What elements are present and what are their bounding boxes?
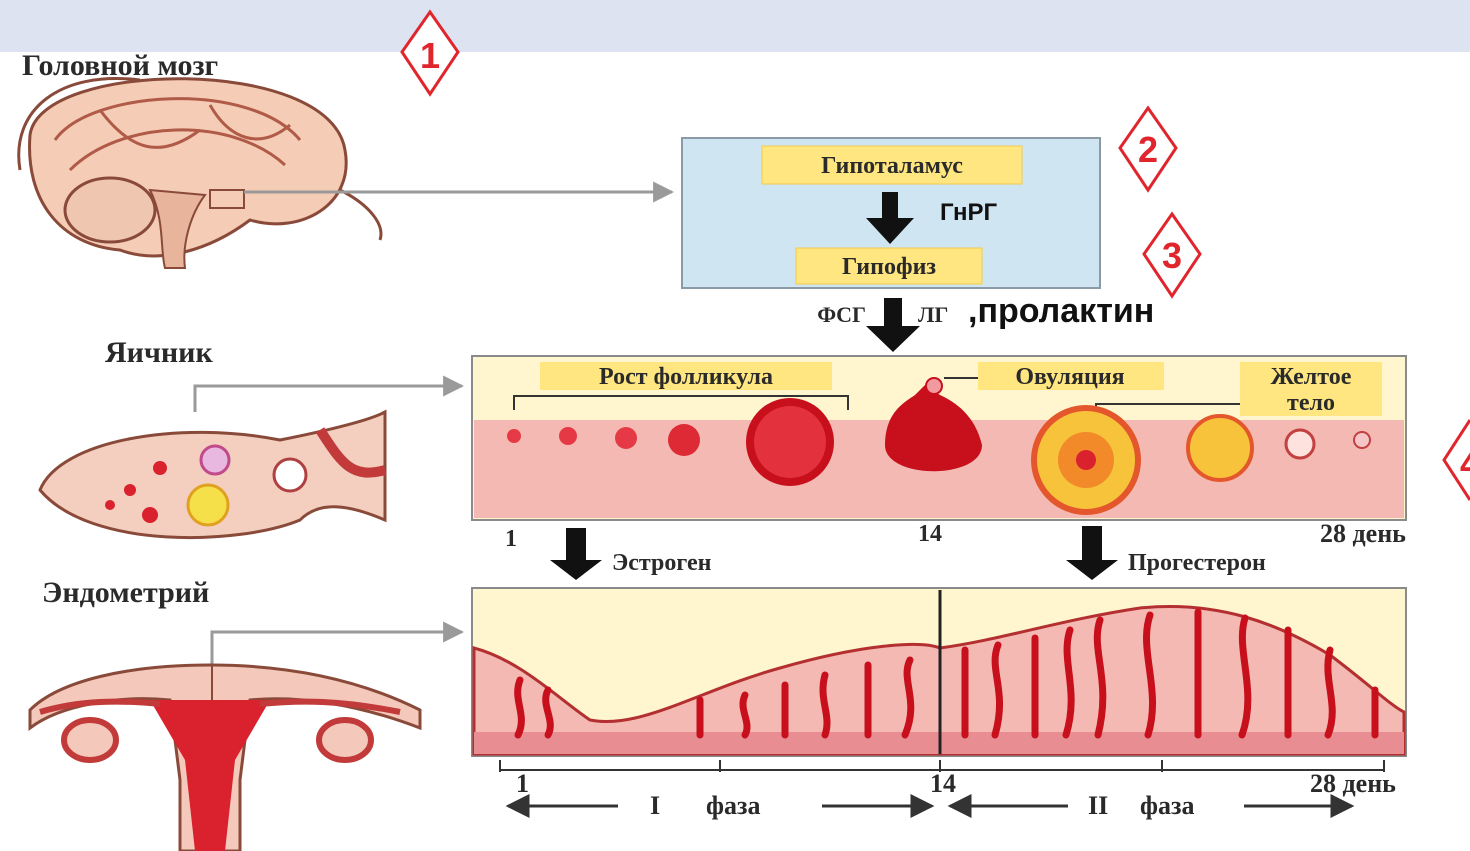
phase1-word: фаза bbox=[706, 791, 760, 820]
ovary-day-start: 1 bbox=[505, 526, 517, 552]
gnrh-label: ГнРГ bbox=[940, 199, 998, 226]
corpus-luteum-label-2: тело bbox=[1287, 390, 1335, 416]
lh-label: ЛГ bbox=[918, 302, 948, 327]
ovary-day-end: 28 день bbox=[1320, 519, 1406, 548]
phase1-number: I bbox=[650, 791, 660, 820]
fsh-label: ФСГ bbox=[817, 302, 866, 327]
endometrium-label: Эндометрий bbox=[42, 576, 209, 609]
marker-2-label: 2 bbox=[1138, 129, 1158, 170]
marker-3-label: 3 bbox=[1162, 235, 1182, 276]
ovary-label: Яичник bbox=[105, 336, 213, 369]
pituitary-label: Гипофиз bbox=[842, 254, 936, 280]
marker-1-label: 1 bbox=[420, 35, 440, 76]
progesterone-label: Прогестерон bbox=[1128, 550, 1266, 576]
endometrium-day-end: 28 день bbox=[1310, 769, 1396, 798]
corpus-luteum-label-1: Желтое bbox=[1271, 364, 1352, 390]
ovulation-label: Овуляция bbox=[1015, 364, 1124, 390]
phase2-number: II bbox=[1088, 791, 1108, 820]
prolactin-label: ,пролактин bbox=[968, 292, 1154, 330]
phase2-word: фаза bbox=[1140, 791, 1194, 820]
brain-label: Головной мозг bbox=[22, 49, 218, 82]
estrogen-label: Эстроген bbox=[612, 550, 712, 576]
follicle-growth-label: Рост фолликула bbox=[599, 364, 773, 390]
hypothalamus-label: Гипоталамус bbox=[821, 153, 963, 179]
endometrium-day-mid: 14 bbox=[930, 769, 956, 798]
endometrium-day-start: 1 bbox=[516, 769, 529, 798]
ovary-day-mid: 14 bbox=[918, 521, 942, 547]
marker-4-label: 4 bbox=[1460, 443, 1470, 484]
